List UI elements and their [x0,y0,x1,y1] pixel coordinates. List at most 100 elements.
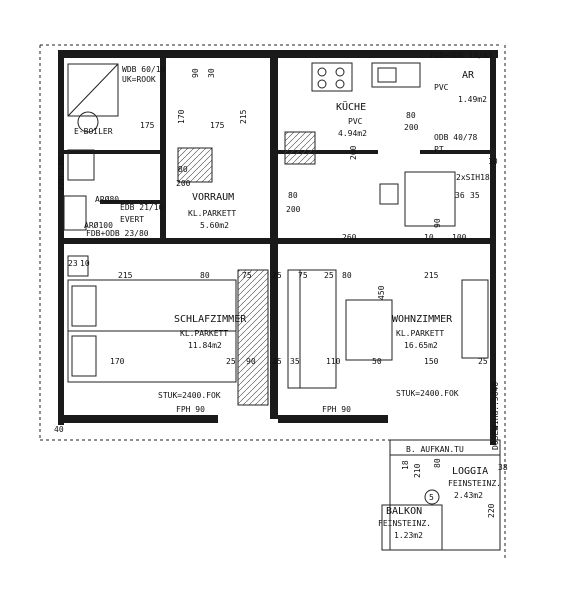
dim-200b: 200 [286,205,301,214]
dim-260a: 260 [349,145,358,160]
dim-80e: 80 [342,271,352,280]
dim-10c: 10 [80,259,90,268]
washbasin [67,149,95,181]
shaft-1 [284,131,316,165]
schlafzimmer-area: 11.84m2 [188,341,222,350]
d36-label: 36 [455,191,465,200]
ar-area: 1.49m2 [458,95,487,104]
dosen-label: DOSEN [491,426,500,450]
dim-450: 450 [377,285,386,300]
dim-200a: 200 [176,179,191,188]
kueche-area: 4.94m2 [338,129,367,138]
sofa [287,269,337,389]
wohnzimmer-fph: FPH 90 [322,405,351,414]
loggia-marker: 5 [429,493,434,502]
vorraum-floor: KL.PARKETT [188,209,236,218]
schlafzimmer-fph: FPH 90 [176,405,205,414]
balkon-floor: FEINSTEINZ. [378,519,431,528]
dim-75a: 75 [242,271,252,280]
dim-215a: 215 [239,109,248,124]
schlafzimmer-floor: KL.PARKETT [180,329,228,338]
dim-260b: 260 [342,233,357,242]
dim-10a: 10 [424,233,434,242]
wardrobe [237,269,269,406]
ar80-label: ARØ80 [95,194,119,204]
dim-25b: 25 [324,271,334,280]
schlafzimmer-stuk: STUK=2400.FOK [158,391,221,400]
dim-80c: 80 [406,111,416,120]
dim-50: 50 [372,357,382,366]
stove [311,62,353,92]
dim-215c: 215 [424,271,439,280]
balkon-area: 1.23m2 [394,531,423,540]
dim-215b: 215 [118,271,133,280]
loggia-floor: FEINSTEINZ. [448,479,501,488]
loggia-area: 2.43m2 [454,491,483,500]
dim-80d: 80 [200,271,210,280]
dim-90c: 90 [246,357,256,366]
edb-label-2: EVERT [120,215,144,224]
wc-label-2: UK=ROOK [122,75,156,84]
wohnzimmer-stuk: STUK=2400.FOK [396,389,459,398]
ar-floor: PVC [434,83,449,92]
dim-35: 35 [290,357,300,366]
dim-38: 38 [498,463,508,472]
nightstand [67,255,89,277]
edb-label-1: EDB 21/10 [120,203,164,212]
dim-30: 30 [207,68,216,78]
dim-80a: 80 [178,165,188,174]
dim-40: 40 [54,425,64,434]
dim-220: 220 [487,503,496,518]
fph100-label: FPH 100 [57,156,66,190]
ar100-label: ARØ100 [84,220,113,230]
sih-label: 2xSIH18 [456,173,490,182]
window-label: Wind.:5040 [491,382,500,430]
dim-25d: 25 [272,357,282,366]
dim-80b: 80 [288,191,298,200]
shaft-2 [177,147,213,183]
wohnzimmer-floor: KL.PARKETT [396,329,444,338]
shower [67,63,119,117]
coffee-table [345,299,393,361]
chair [379,183,399,205]
dim-90b: 90 [433,218,442,228]
d35-label: 35 [470,191,480,200]
dim-75b: 75 [298,271,308,280]
fdb-label: FDB+ODB 23/80 [86,229,149,238]
dim-200c: 200 [404,123,419,132]
dim-170b: 170 [110,357,125,366]
wohnzimmer-area: 16.65m2 [404,341,438,350]
wc-label-1: WDB 60/10 [122,65,166,74]
vorraum-area: 5.60m2 [200,221,229,230]
living-cabinet [461,279,489,359]
schlafzimmer-name: SCHLAFZIMMER [174,314,247,325]
loggia-name: LOGGIA [452,466,488,477]
wohnzimmer-name: WOHNZIMMER [392,314,453,325]
boiler [77,111,99,133]
guide-lines [39,44,506,560]
dim-25a: 25 [272,271,282,280]
dim-170a: 170 [177,109,186,124]
kueche-odb: ODB 40/78 [434,133,478,142]
dim-10b: 10 [488,157,498,166]
walls [58,50,498,445]
dim-18: 18 [401,460,410,470]
dim-150: 150 [424,357,439,366]
vorraum-name: VORRAUM [192,192,234,203]
dim-100: 100 [452,233,467,242]
balcony-structure [381,439,501,551]
kueche-pt: PT [434,145,444,154]
dim-110: 110 [326,357,341,366]
dim-90a: 90 [191,68,200,78]
dim-25e: 25 [478,357,488,366]
dim-80f: 80 [433,458,442,468]
double-bed [67,279,237,383]
boiler-label: E-BOILER [74,127,113,136]
dining-table [404,171,456,227]
dim-210: 210 [413,463,422,478]
ar-name: AR [462,70,475,81]
dim-175b: 175 [210,121,225,130]
